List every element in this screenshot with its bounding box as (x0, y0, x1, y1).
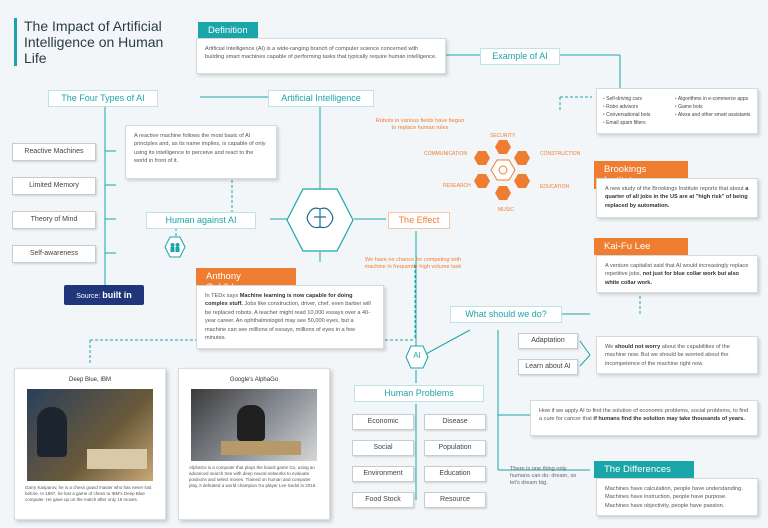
kaifu-bold: not just for blue collar work but also w… (605, 271, 739, 286)
construction-icon (514, 151, 530, 165)
worry-card: We should not worry about the capabiliti… (596, 336, 758, 374)
problem-environment: Environment (352, 466, 414, 482)
ai-node-label: AI (413, 351, 421, 360)
the-effect-label: The Effect (388, 212, 450, 229)
deep-blue-title: Deep Blue, IBM (68, 377, 112, 383)
kaifu-tag: Kai-Fu Lee (594, 238, 688, 255)
security-icon (495, 140, 511, 154)
apply-ai-text: How if we apply AI to find the solution … (539, 408, 749, 423)
brookings-card: A new study of the Brookings Institute r… (596, 178, 758, 218)
type-self-awareness: Self-awareness (12, 245, 96, 263)
reactive-machine-card: A reactive machine follows the most basi… (125, 125, 277, 179)
one-thing-note: There is one thing only humans can do: d… (510, 466, 577, 486)
kaifu-text: A venture capitalist said that AI would … (605, 263, 749, 278)
human-problems-label: Human Problems (354, 385, 484, 402)
example-item-left-2: Conversational bots (603, 111, 671, 119)
effect-icons-cluster (474, 140, 530, 200)
source-prefix: Source: (76, 293, 101, 300)
ai-brain-hexagon (286, 188, 354, 252)
problem-disease: Disease (424, 414, 486, 430)
problem-population: Population (424, 440, 486, 456)
education-icon (514, 174, 530, 188)
learn-about-ai-pill: Learn about AI (518, 359, 578, 375)
four-types-label: The Four Types of AI (48, 90, 158, 107)
artificial-intelligence-label: Artificial Intelligence (268, 90, 374, 107)
robots-note: Robots in various fields have begun to r… (375, 118, 465, 131)
center-gear-icon (490, 159, 516, 181)
anthony-card: In TEDx says Machine learning is now cap… (196, 285, 384, 349)
source-name: built in (102, 290, 132, 300)
example-of-ai-label: Example of AI (480, 48, 560, 65)
brain-icon (306, 207, 334, 229)
type-limited-memory: Limited Memory (12, 177, 96, 195)
worry-text-1: We (605, 344, 615, 350)
type-reactive-machines: Reactive Machines (12, 143, 96, 161)
adaptation-pill: Adaptation (518, 333, 578, 349)
alphago-title: Google's AlphaGo (229, 377, 279, 383)
apply-ai-card: How if we apply AI to find the solution … (530, 400, 758, 436)
example-item-left-0: Self-driving cars (603, 95, 671, 103)
apply-ai-bold: if humans find the solution may take tho… (593, 416, 745, 423)
field-construction: CONSTRUCTION (540, 151, 581, 157)
problem-food-stock: Food Stock (352, 492, 414, 508)
example-item-right-2: Alexa and other smart assistants (675, 111, 759, 119)
human-against-ai-label: Human against AI (146, 212, 256, 229)
differences-card: Machines have calculation, people have u… (596, 478, 758, 516)
brookings-bold: a quarter of all jobs in the US are at "… (605, 186, 749, 209)
definition-card: Artificial Intelligence (AI) is a wide-r… (196, 38, 446, 74)
example-item-right-1: Game bots (675, 103, 759, 111)
deep-blue-caption: Garry Kasparov, he is a chess grand mast… (25, 485, 152, 502)
worry-text-2: about the capabilities of the machine no… (605, 344, 730, 367)
alphago-caption: AlphaGo is a computer that plays the boa… (189, 465, 317, 488)
type-theory-of-mind: Theory of Mind (12, 211, 96, 229)
problem-social: Social (352, 440, 414, 456)
field-research: RESEARCH (443, 183, 471, 189)
field-education: EDUCATION (540, 184, 570, 190)
anthony-text-2: Jobs like construction, driver, chef, ev… (205, 301, 371, 342)
what-should-we-do-label: What should we do? (450, 306, 562, 323)
deep-blue-card: Deep Blue, IBM Garry Kasparov, he is a c… (14, 368, 166, 520)
definition-tag: Definition (198, 22, 258, 39)
deep-blue-photo (27, 389, 153, 481)
page-title: The Impact of Artificial Intelligence on… (14, 18, 189, 66)
people-icon (164, 236, 186, 258)
problem-economic: Economic (352, 414, 414, 430)
research-icon (474, 174, 490, 188)
field-security: SECURITY (490, 133, 516, 139)
field-music: MUSIC (498, 207, 515, 213)
communication-icon (474, 151, 490, 165)
problem-education: Education (424, 466, 486, 482)
anthony-bold: Machine learning is now capable for doin… (205, 293, 353, 308)
brookings-text: A new study of the Brookings Institute r… (605, 186, 746, 192)
example-item-right-0: Algorithms in e-commerce apps (675, 95, 759, 103)
music-icon (495, 186, 511, 200)
kaifu-card: A venture capitalist said that AI would … (596, 255, 758, 293)
alphago-photo (191, 389, 317, 461)
example-list-left: Self-driving carsRobo advisorsConversati… (603, 95, 671, 127)
field-communication: COMMUNICATION (424, 151, 467, 157)
example-item-left-3: Email spam filters (603, 119, 671, 127)
ai-node (405, 345, 429, 369)
alphago-card: Google's AlphaGo AlphaGo is a computer t… (178, 368, 330, 520)
problem-resource: Resource (424, 492, 486, 508)
example-item-left-1: Robo advisors (603, 103, 671, 111)
source-badge[interactable]: Source: built in (64, 285, 144, 305)
example-list-right: Algorithms in e-commerce appsGame botsAl… (675, 95, 759, 119)
anthony-text-1: In TEDx says (205, 293, 240, 299)
no-chance-note: We have no chance for competing with mac… (364, 257, 462, 270)
differences-tag: The Differences (594, 461, 694, 478)
worry-bold: should not worry (614, 344, 661, 350)
example-of-ai-card: Self-driving carsRobo advisorsConversati… (596, 88, 758, 134)
